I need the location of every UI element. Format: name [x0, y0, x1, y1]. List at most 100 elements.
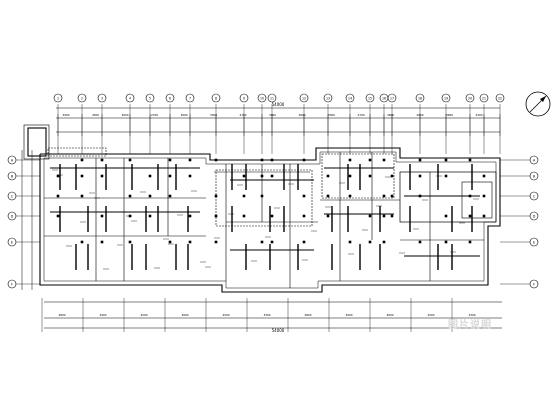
column — [444, 214, 448, 218]
axis-label-top: 2 — [81, 97, 83, 101]
watermark-text: 图片说明 — [448, 320, 492, 331]
dimension-label-top: 4500 — [416, 113, 423, 117]
column — [418, 194, 422, 198]
column — [468, 240, 472, 244]
column — [214, 240, 218, 244]
bottom-dimension-chain — [44, 301, 502, 329]
column — [348, 240, 352, 244]
column — [100, 158, 104, 162]
axis-bubble — [345, 93, 355, 103]
column — [242, 194, 246, 198]
overall-dimension-top: 54000 — [272, 102, 285, 107]
dimension-label-top: 3600 — [387, 113, 394, 117]
axis-bubble — [53, 93, 63, 103]
column — [80, 240, 84, 244]
column — [148, 214, 152, 218]
axis-bubble — [145, 93, 155, 103]
axis-label-top: 19 — [444, 97, 448, 101]
column — [326, 174, 330, 178]
column — [214, 194, 218, 198]
column — [418, 240, 422, 244]
axis-label-left: F — [11, 282, 13, 286]
column — [368, 240, 372, 244]
column — [100, 240, 104, 244]
column — [444, 240, 448, 244]
overall-dimension-bottom: 54000 — [272, 328, 285, 333]
axis-label-top: 14 — [348, 97, 352, 101]
axis-label-top: 22 — [498, 97, 502, 101]
axis-label-left: E — [11, 240, 13, 244]
column — [128, 194, 132, 198]
column — [168, 174, 172, 178]
column — [390, 174, 394, 178]
axis-label-top: 3 — [101, 97, 103, 101]
axis-label-right: B — [533, 174, 536, 178]
axis-bubble — [239, 93, 249, 103]
column — [128, 158, 132, 162]
column — [260, 174, 264, 178]
dimension-label-bottom: 3900 — [345, 313, 352, 317]
column — [382, 194, 386, 198]
column — [348, 174, 352, 178]
axis-label-top: 7 — [189, 97, 191, 101]
column — [214, 158, 218, 162]
column — [482, 214, 486, 218]
dimension-label-top: 3300 — [328, 113, 335, 117]
axis-bubble — [465, 93, 475, 103]
column — [100, 214, 104, 218]
dimension-label-bottom: 4500 — [140, 313, 147, 317]
dimension-label-top: 4500 — [92, 113, 99, 117]
column — [56, 174, 60, 178]
dimension-label-bottom: 3600 — [181, 313, 188, 317]
axis-label-right: C — [533, 194, 536, 198]
dimension-label-bottom: 4500 — [222, 313, 229, 317]
structural-beams — [50, 164, 480, 270]
axis-label-top: 11 — [270, 97, 274, 101]
dimension-label-top: 3300 — [210, 113, 217, 117]
dimension-label-bottom: 3300 — [468, 313, 475, 317]
dimension-label-top: 3600 — [121, 113, 128, 117]
dimension-label-top: 2700 — [151, 113, 158, 117]
axis-label-top: 8 — [215, 97, 217, 101]
column — [148, 194, 152, 198]
dimension-label-top: 3600 — [180, 113, 187, 117]
beam-annotations — [52, 169, 479, 270]
dimension-label-bottom: 4500 — [427, 313, 434, 317]
axis-bubble — [479, 93, 489, 103]
axis-label-top: 10 — [260, 97, 264, 101]
column — [468, 194, 472, 198]
dimension-label-top: 3900 — [269, 113, 276, 117]
column — [188, 214, 192, 218]
axis-label-top: 13 — [326, 97, 330, 101]
axis-label-top: 20 — [468, 97, 472, 101]
column — [270, 174, 274, 178]
axis-label-top: 4 — [129, 97, 131, 101]
column — [390, 214, 394, 218]
column — [302, 158, 306, 162]
dimension-label-bottom: 4800 — [58, 313, 65, 317]
column — [302, 194, 306, 198]
column — [390, 194, 394, 198]
axis-label-right: F — [533, 282, 535, 286]
column — [382, 214, 386, 218]
north-arrow-icon — [525, 91, 551, 117]
column — [326, 214, 330, 218]
column — [128, 240, 132, 244]
axis-bubble — [365, 93, 375, 103]
column — [270, 158, 274, 162]
dimension-label-top: 3600 — [298, 113, 305, 117]
column — [368, 214, 372, 218]
axis-label-left: A — [11, 158, 14, 162]
column — [56, 214, 60, 218]
axis-bubble — [267, 93, 277, 103]
column — [418, 174, 422, 178]
column — [168, 158, 172, 162]
column — [418, 158, 422, 162]
axis-bubble — [257, 93, 267, 103]
column — [188, 158, 192, 162]
structural-columns — [56, 158, 486, 244]
axis-label-top: 1 — [57, 97, 59, 101]
